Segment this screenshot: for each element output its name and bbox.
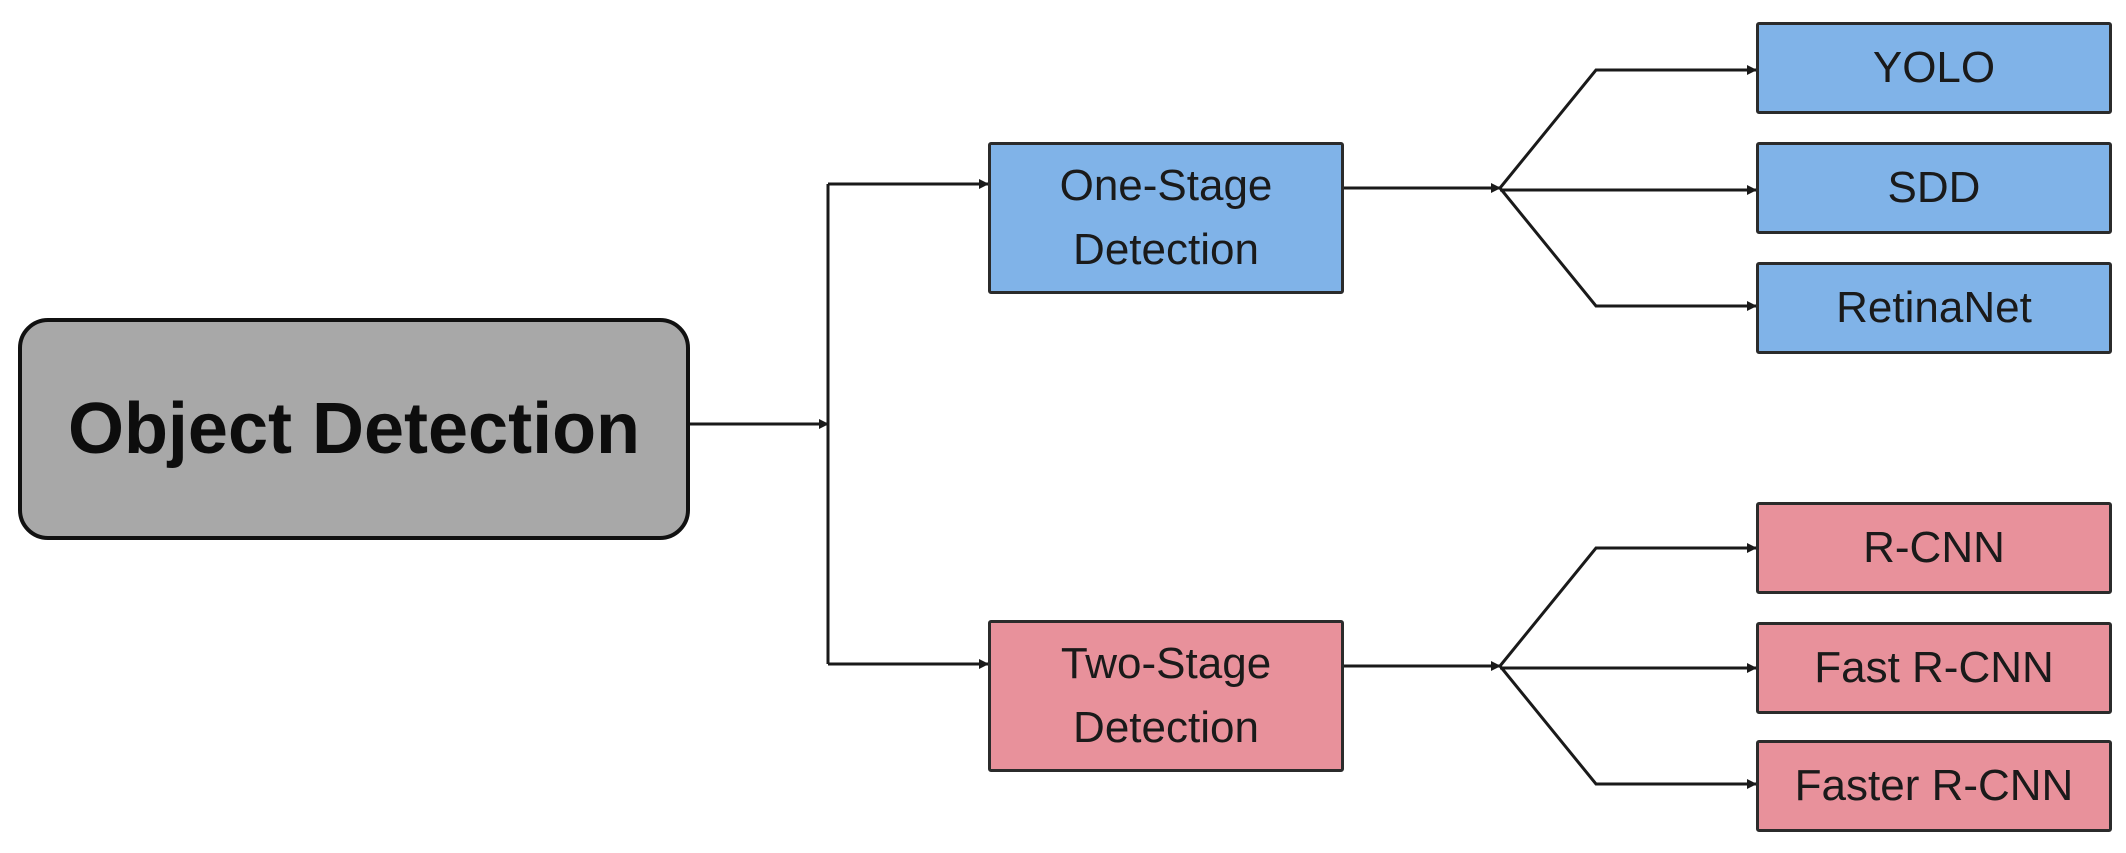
- leaf-node-fast-r-cnn: Fast R-CNN: [1756, 622, 2112, 714]
- leaf-label: RetinaNet: [1836, 283, 2032, 332]
- edge-to-yolo: [1498, 65, 1757, 189]
- node-two-stage-detection: Two-Stage Detection: [988, 620, 1344, 772]
- leaf-node-sdd: SDD: [1756, 142, 2112, 234]
- edge-to-faster-rcnn: [1498, 665, 1757, 789]
- leaf-node-faster-r-cnn: Faster R-CNN: [1756, 740, 2112, 832]
- root-node-object-detection: Object Detection: [18, 318, 690, 540]
- two-stage-label-line-1: Two-Stage: [1060, 639, 1272, 688]
- one-stage-label-line-2: Detection: [1073, 225, 1259, 274]
- leaf-label: SDD: [1887, 163, 1981, 212]
- leaf-label: R-CNN: [1863, 523, 2005, 572]
- leaf-node-r-cnn: R-CNN: [1756, 502, 2112, 594]
- two-stage-label-line-2: Detection: [1073, 703, 1259, 752]
- leaf-node-retinanet: RetinaNet: [1756, 262, 2112, 354]
- node-one-stage-detection: One-Stage Detection: [988, 142, 1344, 294]
- edge-to-rcnn: [1498, 543, 1757, 667]
- leaf-label: Fast R-CNN: [1814, 643, 2054, 692]
- leaf-label: Faster R-CNN: [1794, 761, 2074, 810]
- root-label: Object Detection: [67, 389, 641, 469]
- edge-to-retinanet: [1498, 187, 1757, 311]
- leaf-node-yolo: YOLO: [1756, 22, 2112, 114]
- leaf-label: YOLO: [1872, 43, 1996, 92]
- one-stage-label-line-1: One-Stage: [1059, 161, 1273, 210]
